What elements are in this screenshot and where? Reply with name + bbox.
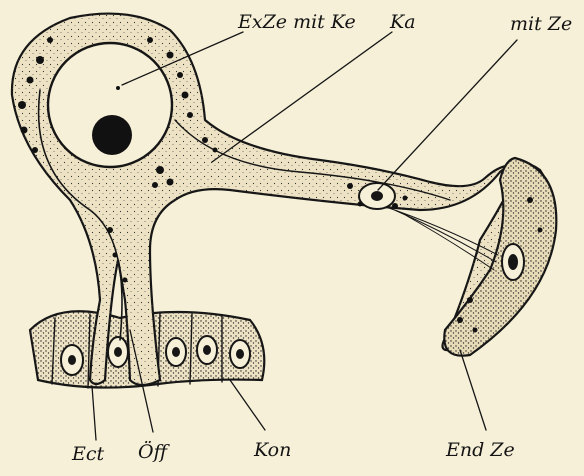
label-ka: Ka xyxy=(389,11,416,33)
label-ect: Ect xyxy=(71,443,105,465)
label-mit-ze: mit Ze xyxy=(510,13,572,35)
label-exze-mit-ke: ExZe mit Ke xyxy=(237,11,356,33)
label-kon: Kon xyxy=(253,439,291,461)
label-end-ze: End Ze xyxy=(445,439,515,461)
nucleus xyxy=(92,115,132,155)
label-off: Öff xyxy=(138,440,171,463)
